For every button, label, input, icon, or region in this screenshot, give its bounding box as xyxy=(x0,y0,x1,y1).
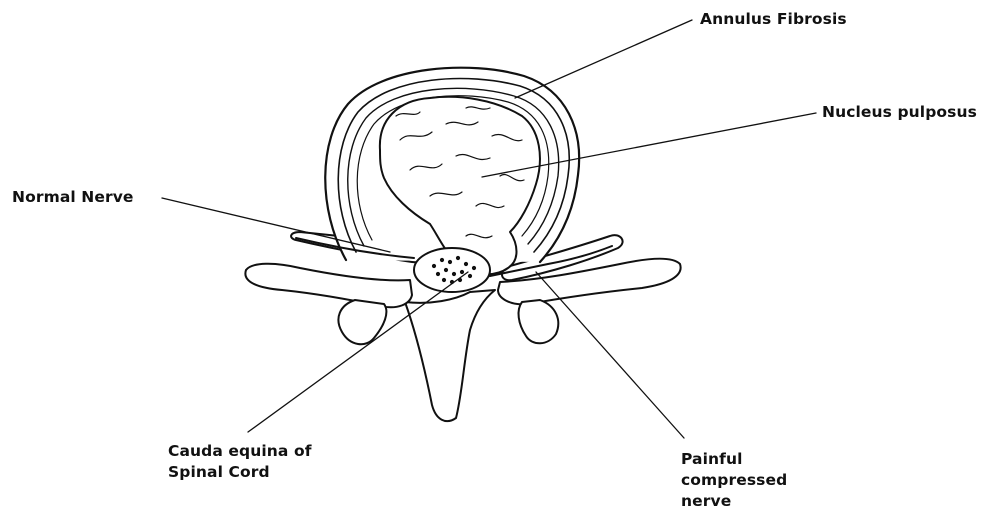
label-painful-line-2: compressed xyxy=(681,470,787,491)
label-nucleus-pulposus-text: Nucleus pulposus xyxy=(822,102,977,123)
label-painful-line-3: nerve xyxy=(681,491,787,512)
label-normal-nerve: Normal Nerve xyxy=(12,187,134,208)
leader-painful-nerve xyxy=(536,272,684,438)
label-annulus-fibrosis: Annulus Fibrosis xyxy=(700,9,847,30)
label-nucleus-pulposus: Nucleus pulposus xyxy=(822,102,977,123)
cauda-equina xyxy=(414,248,490,292)
label-normal-nerve-text: Normal Nerve xyxy=(12,187,134,208)
label-cauda-equina: Cauda equina of Spinal Cord xyxy=(168,441,312,483)
spinous-process xyxy=(405,290,495,421)
left-articular-process xyxy=(338,300,386,344)
label-cauda-equina-line-1: Cauda equina of xyxy=(168,441,312,462)
label-annulus-fibrosis-text: Annulus Fibrosis xyxy=(700,9,847,30)
leader-annulus-fibrosis xyxy=(515,20,692,98)
label-painful-compressed-nerve: Painful compressed nerve xyxy=(681,449,787,512)
label-painful-line-1: Painful xyxy=(681,449,787,470)
label-cauda-equina-line-2: Spinal Cord xyxy=(168,462,312,483)
left-transverse-process xyxy=(245,264,412,308)
right-articular-process xyxy=(519,300,559,343)
